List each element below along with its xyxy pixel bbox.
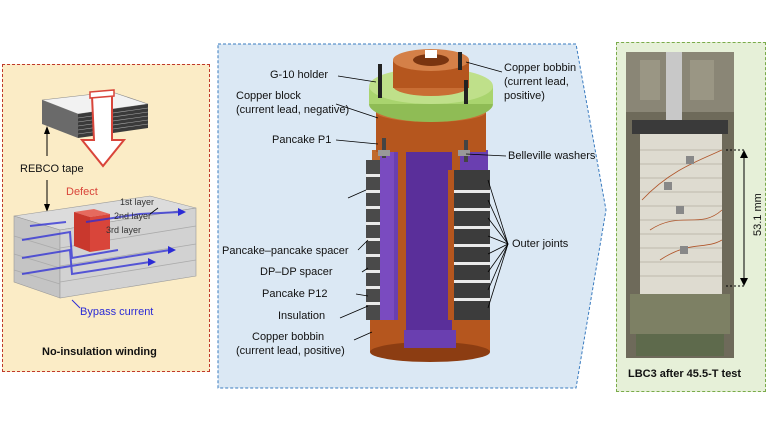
pancake-p1-label: Pancake P1 [272,134,332,146]
right-winding-stack [448,170,490,320]
g10-holder-label: G-10 holder [270,69,329,81]
copper-bobbin-top-label: Copper bobbin [504,62,577,74]
no-insulation-caption: No-insulation winding [42,346,157,358]
copper-bobbin-lower-sublabel: (current lead, positive) [236,345,345,357]
leader-lines [335,61,509,341]
copper-bobbin-lower-label: Copper bobbin [252,331,325,343]
layer-2-label: 2nd layer [114,211,152,221]
dimension-label: 53.1 mm [752,193,764,236]
copper-bobbin-top [393,49,469,88]
left-winding-stack [366,160,380,320]
bolts [378,52,470,162]
bypass-current-label: Bypass current [80,306,154,318]
belleville-washers-label: Belleville washers [508,150,596,162]
bypass-current-arrows [21,211,181,276]
layer-3-label: 3rd layer [106,225,142,235]
pancake-p12-label: Pancake P12 [262,288,328,300]
copper-bobbin-top-sublabel-1: (current lead, [504,76,569,88]
dp-spacer-label: DP–DP spacer [260,266,333,278]
layer-1-label: 1st layer [120,197,155,207]
pancake-spacer-label: Pancake–pancake spacer [222,245,349,257]
defect-label: Defect [66,186,98,198]
outer-joints-label: Outer joints [512,238,569,250]
rebco-tape-label: REBCO tape [20,163,84,175]
copper-block-sublabel: (current lead, negative) [236,104,350,116]
copper-bobbin-top-sublabel-2: positive) [504,90,545,102]
copper-block-label: Copper block [236,90,301,102]
zoom-arrow-icon [79,89,127,168]
insulation-label: Insulation [278,310,326,322]
lbc3-caption: LBC3 after 45.5-T test [628,368,742,380]
dimension-arrow [726,149,746,287]
